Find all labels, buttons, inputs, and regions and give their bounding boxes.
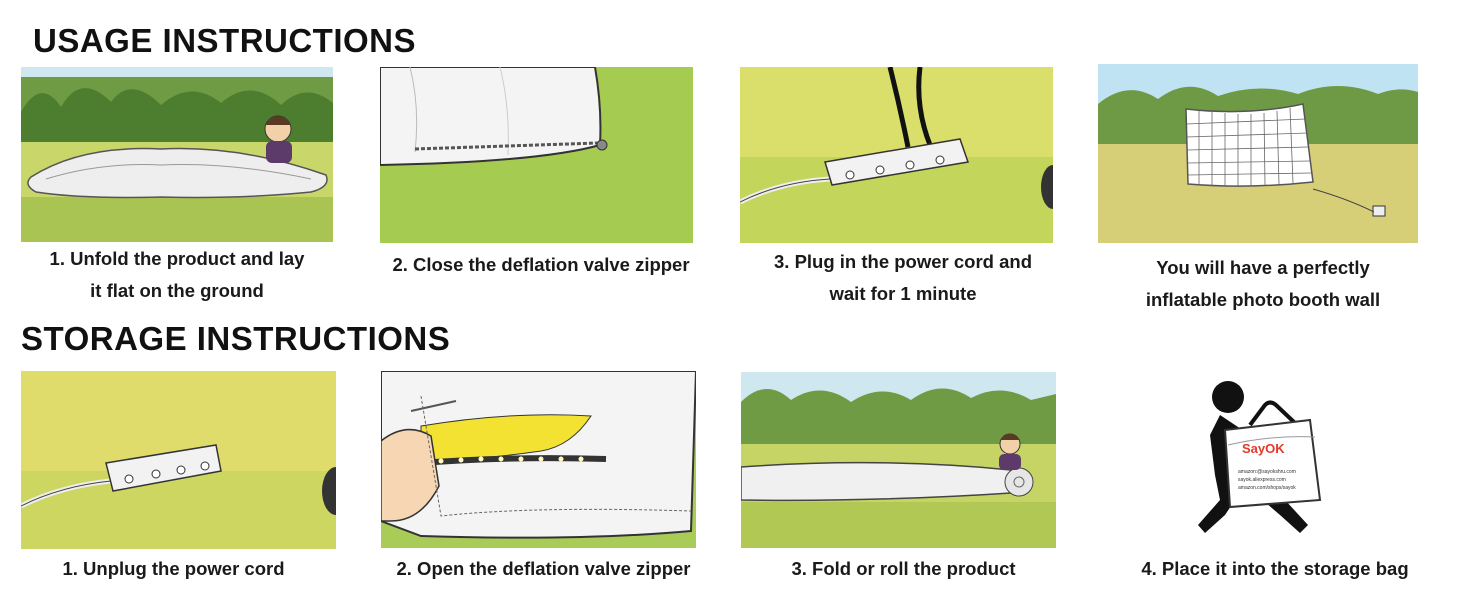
storage-step-1-caption: 1. Unplug the power cord <box>62 558 285 579</box>
storage-step-1-image <box>21 371 336 549</box>
usage-result-image <box>1098 64 1418 243</box>
storage-bag-brand: SayOK <box>1242 441 1285 456</box>
storage-step-4-caption: 4. Place it into the storage bag <box>1141 558 1409 579</box>
usage-step-1-image <box>21 67 333 242</box>
storage-bag-line-2: sayok.aliexpress.com <box>1238 477 1286 483</box>
storage-bag-line-3: amazon.com/shops/sayok <box>1238 485 1296 491</box>
storage-bag-line-1: amazon:@sayokshru.com <box>1238 469 1296 475</box>
storage-step-2-caption: 2. Open the deflation valve zipper <box>396 558 691 579</box>
storage-section-title: STORAGE INSTRUCTIONS <box>21 320 451 357</box>
storage-step-4-image: SayOK amazon:@sayokshru.com sayok.aliexp… <box>1170 375 1360 547</box>
usage-step-2-image <box>380 67 693 243</box>
storage-step-3-image <box>741 372 1056 548</box>
usage-step-3-image <box>740 67 1053 243</box>
usage-section-title: USAGE INSTRUCTIONS <box>33 22 417 59</box>
storage-step-2-image <box>381 371 696 548</box>
storage-step-3-caption: 3. Fold or roll the product <box>791 558 1016 579</box>
usage-step-2-caption: 2. Close the deflation valve zipper <box>392 254 690 275</box>
